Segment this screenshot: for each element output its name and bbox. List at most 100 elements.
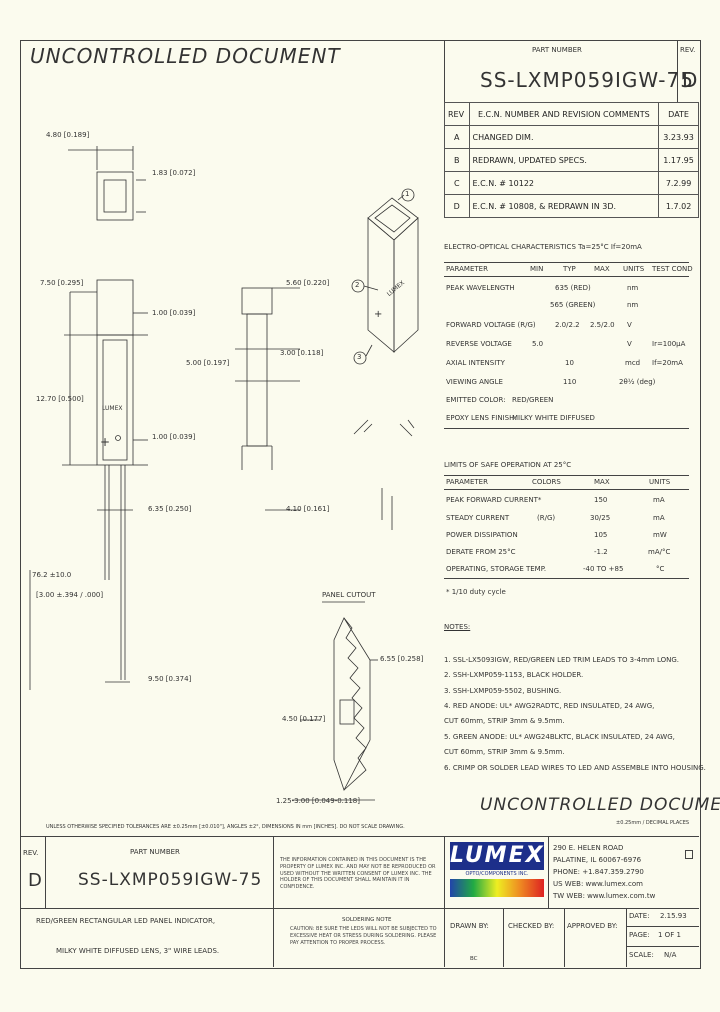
table-cell: D: [444, 194, 470, 218]
soldering-note: CAUTION: BE SURE THE LEDS WILL NOT BE SU…: [290, 926, 437, 946]
eo-cell: 2θ½ (deg): [619, 378, 656, 386]
dim-label: 4.80 [0.189]: [46, 131, 90, 139]
eo-cell: 5.0: [532, 340, 544, 348]
eo-cell: mcd: [625, 359, 641, 367]
abs-cell: (R/G): [537, 514, 556, 522]
drawing-border: [20, 40, 701, 969]
dim-label: 6.55 [0.258]: [380, 655, 424, 663]
eo-header: TEST COND: [652, 265, 693, 273]
abs-header: UNITS: [649, 478, 671, 486]
abs-cell: mA: [653, 514, 665, 522]
abs-cell: mA/°C: [648, 548, 671, 556]
note-item: 5. GREEN ANODE: UL* AWG24BLKTC, BLACK IN…: [444, 733, 675, 741]
address-line: 290 E. HELEN ROAD: [553, 844, 624, 852]
abs-cell: °C: [656, 565, 665, 573]
eo-cell: If=20mA: [652, 359, 683, 367]
iso-polarity-mark: +: [374, 309, 383, 320]
abs-header: MAX: [594, 478, 610, 486]
address-line: PHONE: +1.847.359.2790: [553, 868, 644, 876]
eo-cell: Ir=100μA: [652, 340, 686, 348]
eo-cell: 2.0/2.2: [555, 321, 580, 329]
dim-label: 5.00 [0.197]: [186, 359, 230, 367]
callout-number: 2: [355, 281, 360, 289]
dim-label: 12.70 [0.500]: [36, 395, 84, 403]
eo-header: TYP: [563, 265, 576, 273]
eo-header: MAX: [594, 265, 610, 273]
eo-cell: MILKY WHITE DIFFUSED: [512, 414, 595, 422]
scale-value: N/A: [664, 951, 677, 959]
eo-cell: AXIAL INTENSITY: [446, 359, 505, 367]
logo-rainbow: [450, 879, 544, 897]
tb-rev-label: REV.: [23, 849, 39, 857]
registered-mark-icon: [685, 850, 693, 859]
abs-cell: mA: [653, 496, 665, 504]
dim-label: 6.35 [0.250]: [148, 505, 192, 513]
revision-table: REV E.C.N. NUMBER AND REVISION COMMENTS …: [444, 102, 699, 218]
abs-cell: -1.2: [594, 548, 608, 556]
abs-cell: 150: [594, 496, 608, 504]
logo-subtitle: OPTO/COMPONENTS INC.: [465, 871, 529, 877]
tolerance-text: UNLESS OTHERWISE SPECIFIED TOLERANCES AR…: [46, 824, 405, 830]
table-cell: B: [444, 148, 470, 172]
eo-header: UNITS: [623, 265, 645, 273]
drawn-by: BC: [470, 956, 478, 962]
dim-label: 4.50 [0.177]: [282, 715, 326, 723]
eo-cell: 110: [563, 378, 577, 386]
eo-title: ELECTRO-OPTICAL CHARACTERISTICS Ta=25°C …: [444, 243, 642, 251]
note-item: 4. RED ANODE: UL* AWG2RADTC, RED INSULAT…: [444, 702, 655, 710]
callout-number: 1: [405, 190, 410, 198]
eo-cell: EMITTED COLOR:: [446, 396, 506, 404]
dim-label: 1.83 [0.072]: [152, 169, 196, 177]
page-label: PAGE:: [629, 931, 650, 939]
note-item: CUT 60mm, STRIP 3mm & 9.5mm.: [444, 717, 565, 725]
note-item: 6. CRIMP OR SOLDER LEAD WIRES TO LED AND…: [444, 764, 706, 772]
date-header: DATE: [658, 102, 699, 126]
abs-cell: POWER DISSIPATION: [446, 531, 518, 539]
eo-cell: nm: [627, 301, 639, 309]
abs-title: LIMITS OF SAFE OPERATION AT 25°C: [444, 461, 572, 469]
eo-cell: PEAK WAVELENGTH: [446, 284, 515, 292]
abs-cell: 30/25: [590, 514, 611, 522]
scale-label: SCALE:: [629, 951, 654, 959]
eo-cell: 2.5/2.0: [590, 321, 615, 329]
approved-by-label: APPROVED BY:: [567, 922, 618, 930]
eo-cell: RED/GREEN: [512, 396, 554, 404]
table-cell: REDRAWN, UPDATED SPECS.: [468, 148, 660, 172]
callout-number: 3: [357, 353, 362, 361]
address-line: US WEB: www.lumex.com: [553, 880, 643, 888]
logo-text: LUMEX: [450, 842, 545, 870]
date-value: 2.15.93: [660, 912, 687, 920]
dim-label: 1.00 [0.039]: [152, 433, 196, 441]
dim-label: 9.50 [0.374]: [148, 675, 192, 683]
abs-cell: mW: [653, 531, 667, 539]
abs-header: COLORS: [532, 478, 561, 486]
dim-label: 1.00 [0.039]: [152, 309, 196, 317]
tolerance-right: ±0.25mm / DECIMAL PLACES: [616, 820, 690, 826]
uncontrolled-footer: UNCONTROLLED DOCUMENT: [480, 795, 720, 815]
eo-cell: nm: [627, 284, 639, 292]
confidential-notice: THE INFORMATION CONTAINED IN THIS DOCUME…: [280, 857, 436, 890]
date-label: DATE:: [629, 912, 650, 920]
address-line: TW WEB: www.lumex.com.tw: [553, 892, 656, 900]
description-line: RED/GREEN RECTANGULAR LED PANEL INDICATO…: [36, 917, 216, 925]
abs-cell: -40 TO +85: [583, 565, 624, 573]
note-item: 1. SSL-LX5093IGW, RED/GREEN LED TRIM LEA…: [444, 656, 680, 664]
eo-cell: VIEWING ANGLE: [446, 378, 503, 386]
checked-by-label: CHECKED BY:: [508, 922, 555, 930]
note-item: 2. SSH-LXMP059-1153, BLACK HOLDER.: [444, 671, 584, 679]
abs-cell: PEAK FORWARD CURRENT*: [446, 496, 542, 504]
notes-title: NOTES:: [444, 623, 471, 631]
eo-cell: REVERSE VOLTAGE: [446, 340, 512, 348]
eo-header: MIN: [530, 265, 544, 273]
lumex-logo: LUMEX OPTO/COMPONENTS INC.: [450, 840, 544, 900]
note-item: CUT 60mm, STRIP 3mm & 9.5mm.: [444, 748, 565, 756]
abs-header: PARAMETER: [446, 478, 488, 486]
dim-label: 3.00 [0.118]: [280, 349, 324, 357]
tb-rev-value: D: [28, 870, 42, 891]
drawn-by-label: DRAWN BY:: [450, 922, 489, 930]
note-item: 3. SSH-LXMP059-5502, BUSHING.: [444, 687, 562, 695]
eo-cell: V: [627, 340, 632, 348]
table-cell: E.C.N. # 10122: [468, 171, 660, 195]
dim-label: 4.10 [0.161]: [286, 505, 330, 513]
